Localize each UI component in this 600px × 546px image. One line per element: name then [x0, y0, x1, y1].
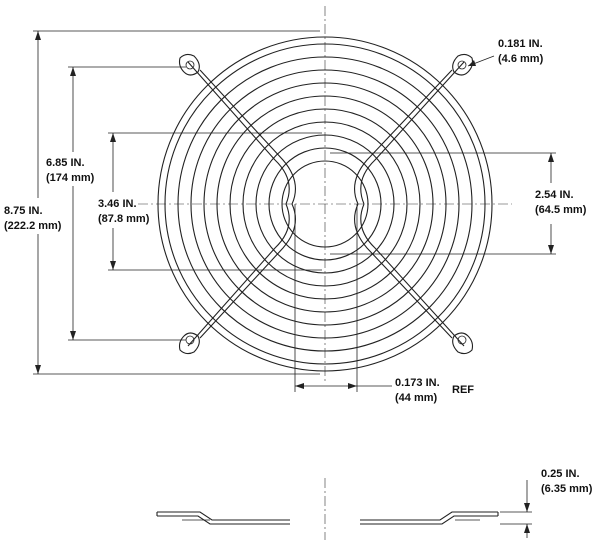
center-opening-inch-label: 3.46 IN. — [98, 198, 137, 210]
dimension-labels: 0.181 IN. (4.6 mm) 8.75 IN. (222.2 mm) 6… — [4, 38, 593, 495]
center-lines — [138, 6, 512, 540]
hole-spacing-mm-label: (174 mm) — [46, 172, 95, 184]
guard-ring — [190, 69, 460, 339]
dimension-hole-spacing — [68, 66, 186, 341]
guard-ring — [164, 43, 486, 365]
dimension-right-opening — [330, 152, 556, 255]
guard-ring — [203, 82, 447, 326]
hole-spacing-inch-label: 6.85 IN. — [46, 157, 85, 169]
right-opening-inch-label: 2.54 IN. — [535, 189, 574, 201]
dimension-outer-diameter — [33, 30, 320, 375]
guard-rings — [157, 36, 493, 372]
guard-ring — [216, 95, 434, 313]
mounting-hole-top-right — [452, 53, 474, 76]
thickness-mm-label: (6.35 mm) — [541, 483, 593, 495]
guard-ring — [157, 36, 493, 372]
outer-diameter-inch-label: 8.75 IN. — [4, 205, 43, 217]
guard-ring — [281, 160, 369, 248]
dimension-wire-gap — [294, 204, 392, 392]
dimension-center-opening — [108, 132, 322, 271]
mounting-hole-top-left — [178, 53, 200, 76]
hole-diameter-inch-label: 0.181 IN. — [498, 38, 543, 50]
guard-ring — [255, 134, 395, 274]
dimension-thickness — [500, 480, 532, 538]
guard-ring — [268, 147, 382, 261]
mounting-hole-bottom-right — [452, 332, 474, 355]
mounting-struts — [187, 61, 465, 347]
center-opening-mm-label: (87.8 mm) — [98, 213, 150, 225]
hole-diameter-mm-label: (4.6 mm) — [498, 53, 544, 65]
guard-ring — [242, 121, 408, 287]
guard-ring — [229, 108, 421, 300]
wire-gap-mm-label: (44 mm) — [395, 392, 438, 404]
dimension-hole-diameter-leader — [467, 55, 495, 67]
wire-gap-ref-label: REF — [452, 384, 474, 396]
guard-ring — [177, 56, 473, 352]
wire-gap-inch-label: 0.173 IN. — [395, 377, 440, 389]
right-opening-mm-label: (64.5 mm) — [535, 204, 587, 216]
thickness-inch-label: 0.25 IN. — [541, 468, 580, 480]
outer-diameter-mm-label: (222.2 mm) — [4, 220, 62, 232]
side-profile-view — [156, 511, 499, 525]
